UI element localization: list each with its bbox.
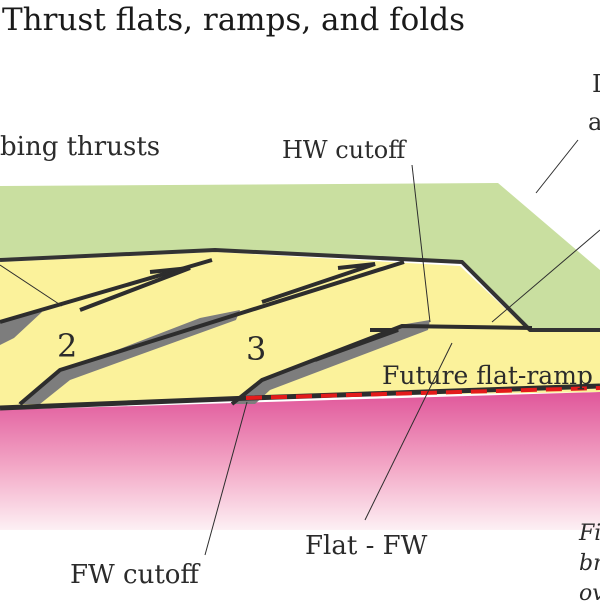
- label-edge-foot-2: br: [579, 551, 600, 576]
- label-imbricate-thrusts: bing thrusts: [0, 132, 160, 162]
- label-edge-right-2: a: [588, 108, 600, 136]
- thrust-top-outline: [0, 248, 600, 332]
- thrust-fault-2: [18, 260, 405, 406]
- slip-arrow-1: [79, 266, 191, 312]
- label-edge-foot-3: ov: [579, 581, 600, 606]
- label-sheet-2: 2: [57, 327, 77, 365]
- thrust-sheet-region: [0, 252, 600, 408]
- label-edge-foot-1: Fi: [578, 521, 600, 546]
- slip-arrow-2: [261, 262, 376, 304]
- leader-flat-fw: [364, 342, 453, 521]
- label-flat-fw: Flat - FW: [305, 531, 428, 561]
- leader-imbricate: [0, 264, 63, 307]
- label-hw-cutoff: HW cutoff: [282, 136, 407, 164]
- upper-layer: [0, 183, 600, 338]
- ramp-band-3: [232, 320, 430, 404]
- label-edge-right-1: I: [592, 70, 600, 98]
- slip-arrow-3: [314, 328, 399, 362]
- label-future-flat-ramp: Future flat-ramp: [382, 361, 593, 390]
- ramp-band-2: [18, 310, 240, 404]
- label-fw-cutoff: FW cutoff: [70, 560, 201, 590]
- future-flat-ramp-line: [245, 386, 600, 400]
- leader-hw-cutoff: [411, 164, 431, 323]
- label-sheet-3: 3: [246, 330, 266, 368]
- leader-upper-right-b: [491, 229, 600, 323]
- leader-fw-cutoff: [204, 401, 248, 556]
- basement-block: [0, 392, 600, 530]
- leader-upper-right-a: [535, 139, 579, 194]
- diagram-title: Thrust flats, ramps, and folds: [2, 2, 465, 38]
